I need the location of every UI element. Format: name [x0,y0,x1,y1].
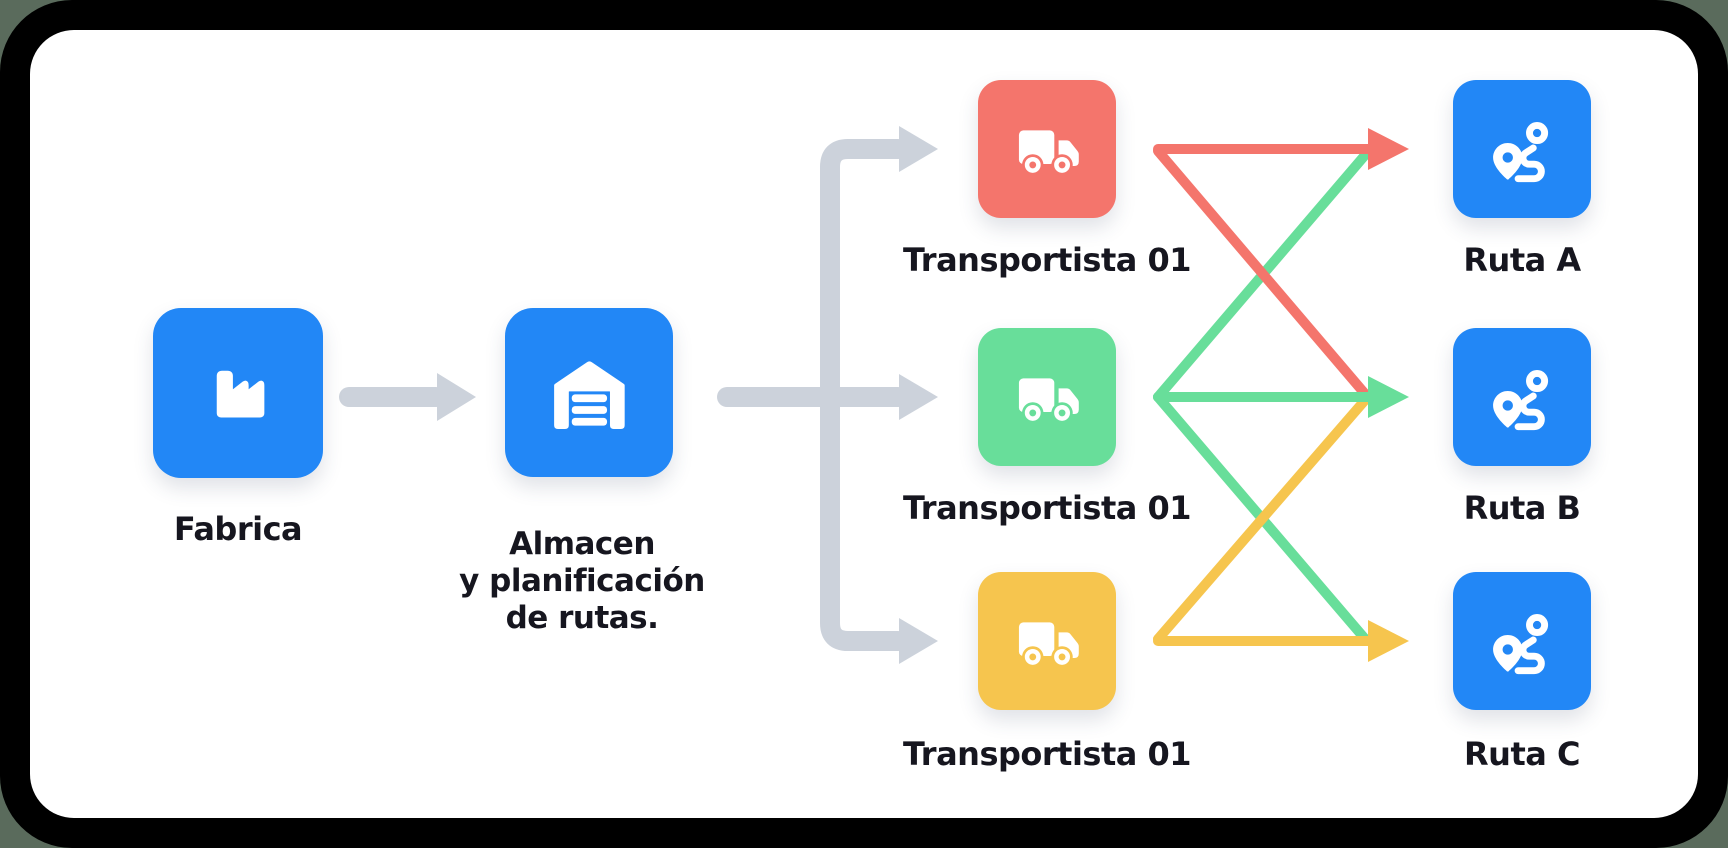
factory-tile [153,308,323,478]
truck-icon [1018,130,1079,176]
link-carrier1-ruta-b [1153,146,1371,400]
route-a-label: Ruta A [1463,241,1581,279]
arrowhead-to-warehouse [437,373,476,421]
arrowhead-ruta-c [1368,620,1409,662]
warehouse-label-line-1: Almacen [509,526,655,562]
arrowhead-ruta-a [1368,128,1409,170]
carrier-2-label: Transportista 01 [902,489,1192,527]
carrier-2-tile [978,328,1116,466]
route-c-tile [1453,572,1591,710]
route-icon [1492,613,1548,674]
warehouse-tile [505,308,673,477]
route-icon [1492,121,1548,182]
route-b-tile [1453,328,1591,466]
route-a-tile [1453,80,1591,218]
route-b-label: Ruta B [1463,489,1581,527]
route-c-label: Ruta C [1464,735,1580,773]
carrier-3-tile [978,572,1116,710]
carrier-3-label: Transportista 01 [902,735,1192,773]
arrowhead-to-carrier-1 [899,126,938,172]
warehouse-label-line-2: y planificación [459,563,705,599]
arrowhead-to-carrier-3 [899,618,938,664]
carrier-1-label: Transportista 01 [902,241,1192,279]
carrier-1-tile [978,80,1116,218]
factory-label: Fabrica [173,510,303,548]
link-carrier3-ruta-b [1153,394,1371,644]
arrowhead-ruta-b [1368,376,1409,418]
warehouse-icon [553,361,625,429]
route-icon [1492,369,1548,430]
truck-icon [1018,378,1079,424]
truck-icon [1018,622,1079,668]
warehouse-label-line-3: de rutas. [505,600,659,636]
factory-icon [216,370,265,418]
warehouse-label: Almacen y planificación de rutas. [392,526,772,637]
arrowhead-to-carrier-2 [899,374,938,420]
